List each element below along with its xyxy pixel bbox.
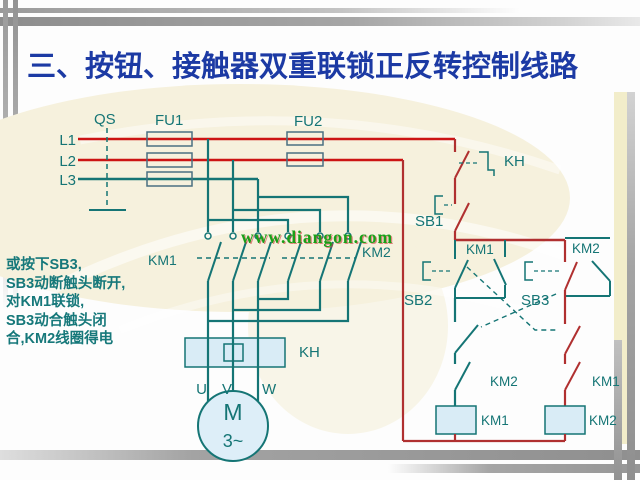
bottom-bar-1 [0, 450, 640, 460]
terminal-v-label: V [222, 381, 232, 398]
fu1-fuses [146, 131, 193, 187]
top-main-bar [0, 17, 640, 26]
km1-aux-label: KM1 [466, 242, 494, 257]
power-circuit [78, 128, 455, 462]
km1-main-label: KM1 [148, 252, 177, 268]
sb2-label: SB2 [404, 292, 432, 309]
terminal-u-label: U [196, 381, 207, 398]
km2-aux-contact [565, 237, 611, 297]
control-circuit [401, 139, 611, 443]
sb3-start-button [524, 240, 578, 298]
km1-coil [435, 405, 477, 435]
km1-interlock-label: KM1 [592, 374, 620, 389]
kh-heater-element [223, 343, 244, 362]
km2-coil-branch [544, 298, 586, 441]
right-vertical-bar-1 [614, 340, 622, 480]
km1-coil-branch [435, 298, 479, 441]
km1-aux-contact [455, 240, 507, 299]
sb1-stop-button [434, 195, 470, 240]
motor-circle [197, 390, 269, 462]
note-line: SB3动合触头闭 [6, 312, 107, 329]
contact-outputs [208, 281, 350, 323]
slide-title: 三、按钮、接触器双重联锁正反转控制线路 [27, 51, 579, 83]
motor-m-label: M [223, 399, 242, 425]
main-contacts [197, 232, 362, 282]
fu1-label: FU1 [155, 112, 183, 129]
kh-thermal-relay-box [184, 337, 286, 368]
sb3-label: SB3 [521, 292, 549, 309]
note-line: 或按下SB3, [6, 257, 82, 273]
right-vertical-bar-2 [627, 92, 635, 480]
km2-main-label: KM2 [362, 244, 391, 260]
sb1-label: SB1 [415, 213, 443, 230]
terminal-w-label: W [262, 381, 277, 398]
main-wiring [206, 139, 350, 232]
l1-label: L1 [59, 132, 76, 149]
fu2-label: FU2 [294, 113, 322, 130]
km2-aux-label: KM2 [572, 241, 600, 256]
top-thin-bar [0, 8, 520, 13]
km2-coil-label: KM2 [589, 413, 617, 428]
note-line: 对KM1联锁, [6, 294, 85, 310]
motor-feeders [206, 281, 260, 403]
sb2-start-button [422, 240, 469, 298]
fu2-fuses [286, 131, 324, 167]
note-line: SB3动断触头断开, [6, 275, 126, 292]
note-line: 合,KM2线圈得电 [6, 331, 114, 347]
note-text: 或按下SB3, SB3动断触头断开, 对KM1联锁, SB3动合触头闭 合,KM… [6, 256, 125, 349]
km2-interlock-label: KM2 [490, 374, 518, 389]
qs-label: QS [94, 111, 116, 128]
kh-ctrl-label: KH [504, 153, 525, 170]
button-interlock-links [466, 266, 558, 331]
watermark-text: www.diangon.com [241, 227, 394, 247]
km1-coil-label: KM1 [481, 413, 509, 428]
l2-label: L2 [59, 153, 76, 170]
l3-label: L3 [59, 172, 76, 189]
bottom-bar-2 [388, 464, 640, 473]
kh-main-label: KH [299, 344, 320, 361]
motor-phase-label: 3~ [223, 431, 244, 451]
km2-coil [544, 405, 586, 435]
kh-nc-contact [453, 139, 495, 196]
